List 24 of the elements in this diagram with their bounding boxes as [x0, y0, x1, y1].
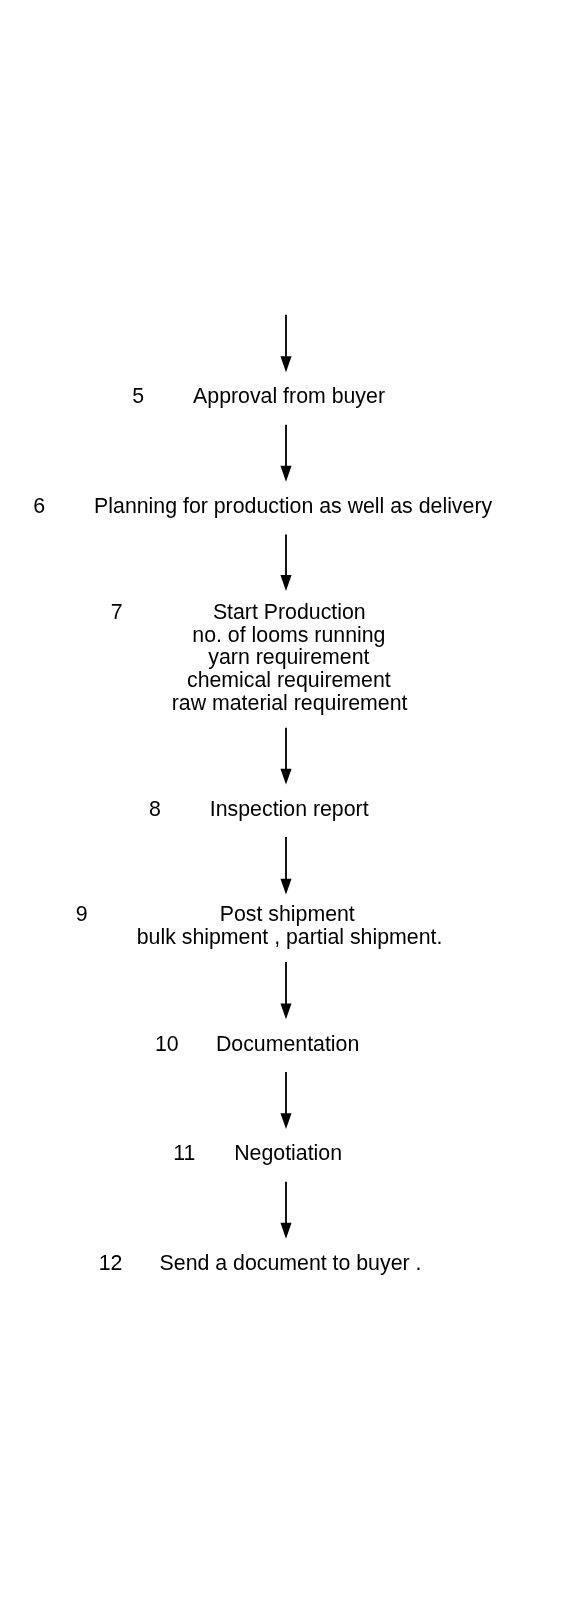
- node-label: 12: [98, 1250, 123, 1275]
- node-text: Planning for production as well as delivery: [94, 493, 493, 518]
- node-label: 10: [155, 1031, 179, 1056]
- arrow: [280, 533, 292, 591]
- node-text: Post shipment bulk shipment , partial shipment.: [136, 902, 443, 949]
- arrow: [280, 423, 292, 482]
- node-text: Send a document to buyer .: [159, 1250, 422, 1275]
- node-label: 5: [132, 384, 145, 409]
- node-text: Negotiation: [234, 1141, 343, 1166]
- arrow: [280, 313, 292, 373]
- node-label: 7: [110, 599, 123, 624]
- node-label: 9: [75, 902, 88, 927]
- node-text: Documentation: [215, 1031, 360, 1056]
- arrow: [280, 1071, 292, 1130]
- arrow: [280, 726, 292, 785]
- arrow: [280, 836, 292, 895]
- node-label: 6: [33, 493, 46, 518]
- node-text: Approval from buyer: [193, 384, 385, 409]
- arrow: [280, 1180, 292, 1239]
- arrow: [280, 961, 292, 1020]
- node-text: Inspection report: [209, 797, 369, 822]
- node-text: Start Production no. of looms running yarn requirement chemical requirement raw material requirement: [171, 599, 408, 716]
- node-label: 8: [148, 797, 161, 822]
- node-label: 11: [173, 1141, 196, 1166]
